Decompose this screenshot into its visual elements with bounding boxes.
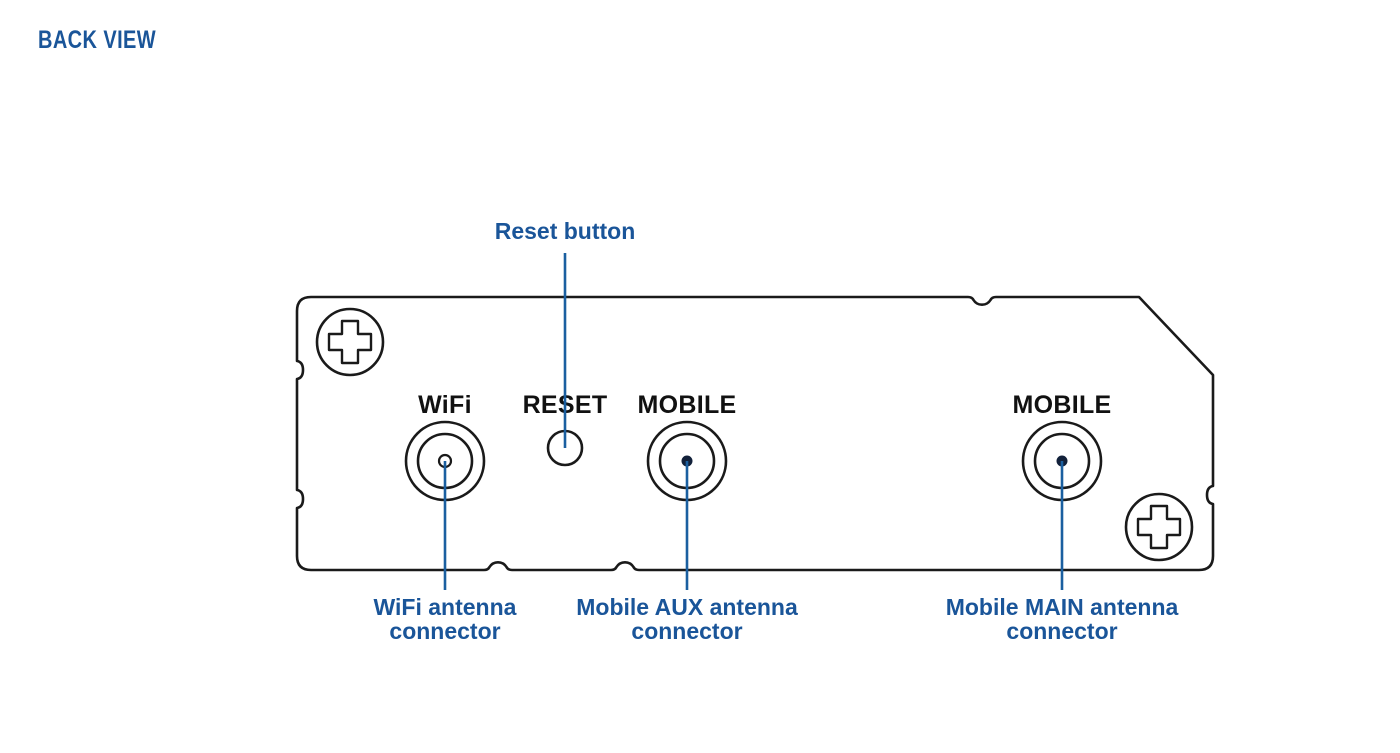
silk-label-wifi: WiFi bbox=[418, 391, 472, 419]
page-title: BACK VIEW bbox=[38, 26, 157, 54]
callout-mobile-aux-antenna-connector: Mobile AUX antenna connector bbox=[576, 594, 798, 645]
callout-wifi-antenna-connector: WiFi antenna connector bbox=[373, 594, 517, 645]
screw-bottom-right bbox=[1124, 492, 1194, 562]
screw-top-left bbox=[315, 307, 385, 377]
device-enclosure-outline bbox=[295, 295, 1215, 572]
phillips-cross-icon bbox=[1136, 504, 1182, 550]
callout-mobile-main-antenna-connector: Mobile MAIN antenna connector bbox=[945, 594, 1179, 645]
silk-label-mobile-main: MOBILE bbox=[1012, 391, 1111, 419]
phillips-cross-icon bbox=[327, 319, 373, 365]
callout-reset-button: Reset button bbox=[494, 218, 636, 244]
silk-label-mobile-aux: MOBILE bbox=[637, 391, 736, 419]
